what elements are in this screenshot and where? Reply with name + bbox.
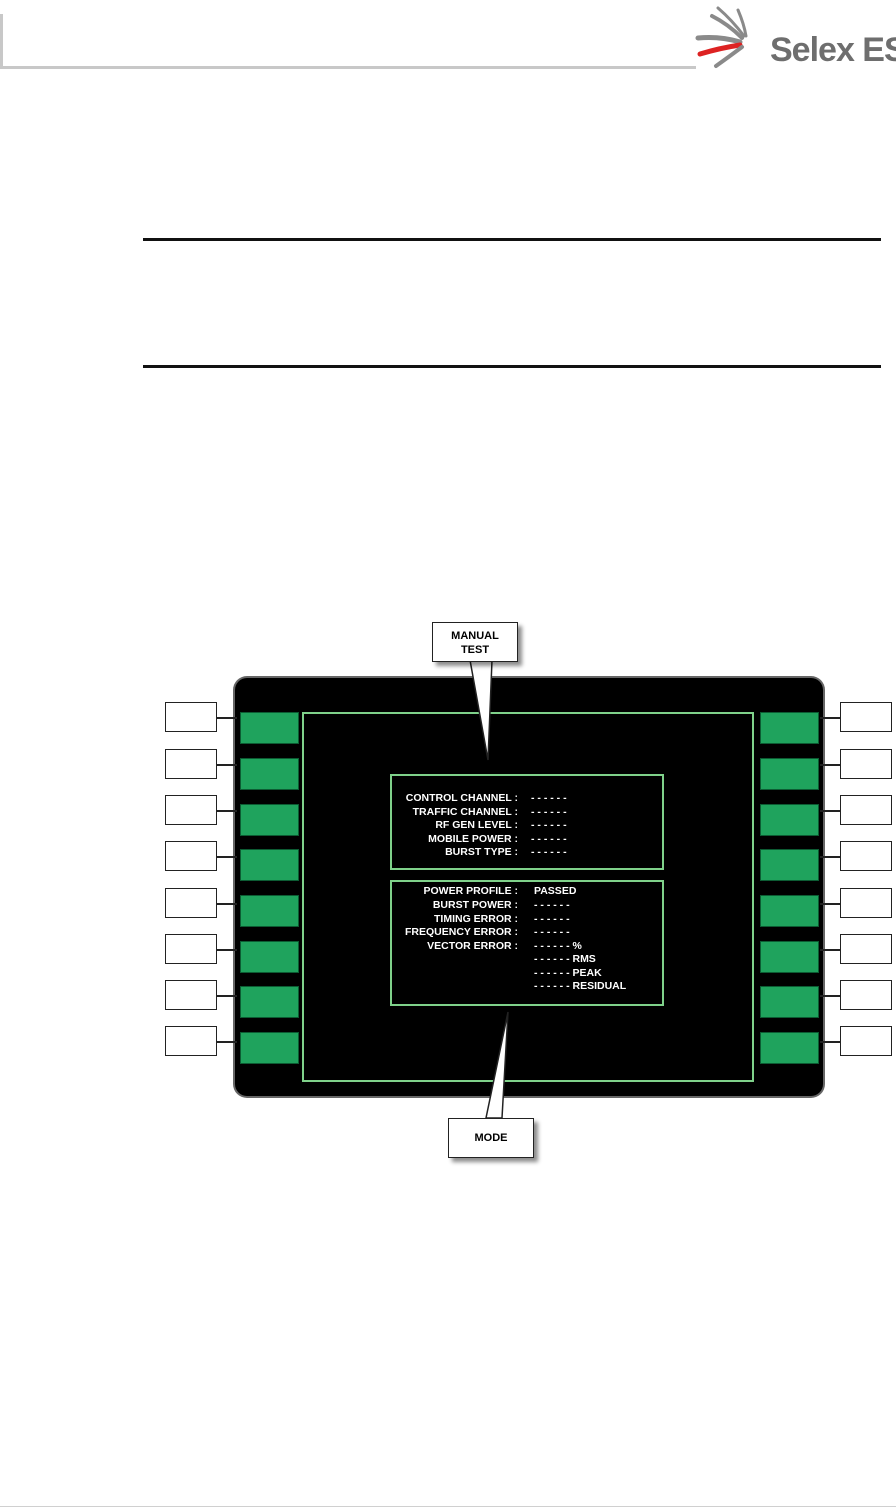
- softkey-label-box-right-6: [840, 934, 892, 964]
- connector-line: [217, 995, 237, 997]
- control-label: RF GEN LEVEL :: [435, 819, 518, 831]
- softkey-left-3[interactable]: [240, 804, 299, 836]
- control-row: MOBILE POWER : - - - - - -: [390, 833, 662, 846]
- softkey-label-box-right-2: [840, 749, 892, 779]
- connector-line: [820, 717, 840, 719]
- softkey-right-4[interactable]: [760, 849, 819, 881]
- header-rule: [0, 66, 696, 69]
- connector-line: [217, 764, 237, 766]
- connector-line: [217, 717, 237, 719]
- connector-line: [820, 949, 840, 951]
- result-row: TIMING ERROR : - - - - - -: [390, 913, 662, 926]
- brand-name: Selex ES: [770, 31, 896, 69]
- control-value: - - - - - -: [531, 792, 567, 804]
- control-value: - - - - - -: [531, 833, 567, 845]
- control-panel: [390, 774, 664, 870]
- result-row: - - - - - - PEAK: [390, 967, 662, 980]
- softkey-label-box-right-7: [840, 980, 892, 1010]
- result-value: - - - - - - RESIDUAL: [534, 980, 627, 992]
- control-row: TRAFFIC CHANNEL : - - - - - -: [390, 806, 662, 819]
- callout-manual-test: MANUAL TEST: [432, 622, 518, 662]
- result-value: - - - - - -: [534, 926, 570, 938]
- softkey-left-7[interactable]: [240, 986, 299, 1018]
- control-label: CONTROL CHANNEL :: [405, 792, 518, 804]
- bottom-rule: [143, 365, 881, 368]
- softkey-label-box-right-5: [840, 888, 892, 918]
- result-label: TIMING ERROR :: [434, 913, 518, 925]
- result-row: FREQUENCY ERROR : - - - - - -: [390, 926, 662, 939]
- result-row: POWER PROFILE : PASSED: [390, 885, 662, 898]
- softkey-left-5[interactable]: [240, 895, 299, 927]
- header-left-rule: [0, 14, 3, 69]
- results-panel: [390, 880, 664, 1006]
- control-value: - - - - - -: [531, 806, 567, 818]
- control-label: BURST TYPE :: [445, 846, 518, 858]
- softkey-left-4[interactable]: [240, 849, 299, 881]
- softkey-right-8[interactable]: [760, 1032, 819, 1064]
- connector-line: [820, 810, 840, 812]
- result-value: - - - - - -: [534, 899, 570, 911]
- result-label: POWER PROFILE :: [423, 885, 519, 897]
- softkey-label-box-left-6: [165, 934, 217, 964]
- softkey-left-8[interactable]: [240, 1032, 299, 1064]
- result-row: VECTOR ERROR : - - - - - - %: [390, 940, 662, 953]
- connector-line: [820, 1041, 840, 1043]
- connector-line: [820, 856, 840, 858]
- softkey-label-box-left-3: [165, 795, 217, 825]
- softkey-right-2[interactable]: [760, 758, 819, 790]
- selex-logo-icon: [695, 6, 748, 68]
- softkey-label-box-right-1: [840, 702, 892, 732]
- connector-line: [217, 810, 237, 812]
- softkey-label-box-left-8: [165, 1026, 217, 1056]
- result-label: BURST POWER :: [432, 899, 518, 911]
- softkey-right-5[interactable]: [760, 895, 819, 927]
- result-value: - - - - - - %: [534, 940, 582, 952]
- softkey-right-1[interactable]: [760, 712, 819, 744]
- connector-line: [820, 995, 840, 997]
- control-row: CONTROL CHANNEL : - - - - - -: [390, 792, 662, 805]
- footer-rule: [0, 1506, 896, 1507]
- connector-line: [820, 764, 840, 766]
- softkey-label-box-right-8: [840, 1026, 892, 1056]
- result-row: - - - - - - RESIDUAL: [390, 980, 662, 993]
- result-row: BURST POWER : - - - - - -: [390, 899, 662, 912]
- softkey-label-box-right-4: [840, 841, 892, 871]
- main-screen: [302, 712, 754, 1082]
- softkey-label-box-left-4: [165, 841, 217, 871]
- softkey-right-7[interactable]: [760, 986, 819, 1018]
- top-rule: [143, 238, 881, 241]
- softkey-label-box-left-2: [165, 749, 217, 779]
- control-value: - - - - - -: [531, 846, 567, 858]
- connector-line: [217, 949, 237, 951]
- control-row: RF GEN LEVEL : - - - - - -: [390, 819, 662, 832]
- connector-line: [217, 856, 237, 858]
- result-label: FREQUENCY ERROR :: [405, 926, 518, 938]
- softkey-label-box-left-7: [165, 980, 217, 1010]
- result-row: - - - - - - RMS: [390, 953, 662, 966]
- softkey-label-box-right-3: [840, 795, 892, 825]
- control-label: TRAFFIC CHANNEL :: [412, 806, 518, 818]
- connector-line: [820, 903, 840, 905]
- result-value: - - - - - - RMS: [534, 953, 596, 965]
- callout-mode: MODE: [448, 1118, 534, 1158]
- result-label: VECTOR ERROR :: [427, 940, 518, 952]
- softkey-label-box-left-1: [165, 702, 217, 732]
- result-value: - - - - - -: [534, 913, 570, 925]
- control-row: BURST TYPE : - - - - - -: [390, 846, 662, 859]
- control-value: - - - - - -: [531, 819, 567, 831]
- result-value: - - - - - - PEAK: [534, 967, 602, 979]
- softkey-right-3[interactable]: [760, 804, 819, 836]
- softkey-left-6[interactable]: [240, 941, 299, 973]
- softkey-left-2[interactable]: [240, 758, 299, 790]
- softkey-label-box-left-5: [165, 888, 217, 918]
- result-value: PASSED: [534, 885, 577, 897]
- connector-line: [217, 903, 237, 905]
- connector-line: [217, 1041, 237, 1043]
- softkey-right-6[interactable]: [760, 941, 819, 973]
- control-label: MOBILE POWER :: [428, 833, 518, 845]
- softkey-left-1[interactable]: [240, 712, 299, 744]
